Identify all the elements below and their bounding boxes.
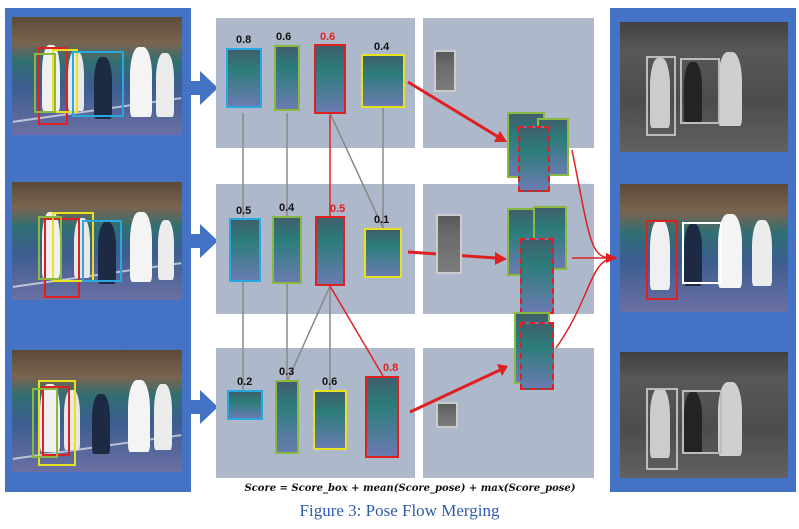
score-r1-c1: 0.8	[236, 34, 252, 46]
pose-crop-r3-c3	[313, 390, 347, 450]
score-r1-c4: 0.4	[374, 41, 390, 53]
merged-crop-row-2-c	[520, 238, 554, 314]
discarded-crop-row-2	[436, 214, 462, 274]
discarded-crop-row-1	[434, 50, 456, 92]
pose-crop-r1-c1	[226, 48, 262, 108]
merged-crop-row-1-c	[518, 126, 550, 192]
red-arrow-row-1	[407, 80, 501, 140]
score-r2-c3: 0.5	[330, 203, 346, 215]
pose-crop-r2-c2	[272, 216, 302, 284]
flow-line-red	[329, 285, 384, 377]
score-r2-c2: 0.4	[279, 202, 295, 214]
merge-curve	[555, 149, 613, 349]
figure-caption: Figure 3: Pose Flow Merging	[299, 501, 500, 520]
score-r3-c1: 0.2	[237, 376, 253, 388]
score-r1-c3: 0.6	[320, 31, 336, 43]
input-frame-2	[12, 182, 182, 300]
discarded-crop-row-3	[436, 402, 458, 428]
pose-crop-r2-c3	[315, 216, 345, 286]
flow-line	[329, 112, 384, 229]
pose-crop-r3-c2	[275, 380, 299, 454]
flow-line	[286, 285, 331, 383]
red-arrow-row-3	[409, 368, 501, 414]
score-r1-c2: 0.6	[276, 31, 292, 43]
input-frame-3	[12, 350, 182, 472]
pose-crop-r1-c3	[314, 44, 346, 114]
pose-crop-r3-c4	[365, 376, 399, 458]
blue-arrow-row-2	[188, 224, 218, 258]
pose-crop-r2-c1	[229, 218, 261, 282]
merged-crop-row-3-b	[520, 322, 554, 390]
blue-arrow-row-3	[188, 390, 218, 424]
score-r3-c2: 0.3	[279, 366, 295, 378]
input-frame-1	[12, 17, 182, 135]
output-frame-3	[620, 352, 788, 478]
score-r3-c4: 0.8	[383, 362, 399, 374]
pose-crop-r3-c1	[227, 390, 263, 420]
score-r3-c3: 0.6	[322, 376, 338, 388]
pose-crop-r1-c2	[274, 45, 300, 111]
pose-crop-r2-c4	[364, 228, 402, 278]
blue-arrow-row-1	[188, 71, 218, 105]
pose-crop-r1-c4	[361, 54, 405, 108]
output-frame-1	[620, 22, 788, 152]
score-r2-c1: 0.5	[236, 205, 252, 217]
score-formula: Score = Score_box + mean(Score_pose) + m…	[244, 483, 576, 494]
output-frame-2	[620, 184, 788, 312]
score-r2-c4: 0.1	[374, 214, 390, 226]
